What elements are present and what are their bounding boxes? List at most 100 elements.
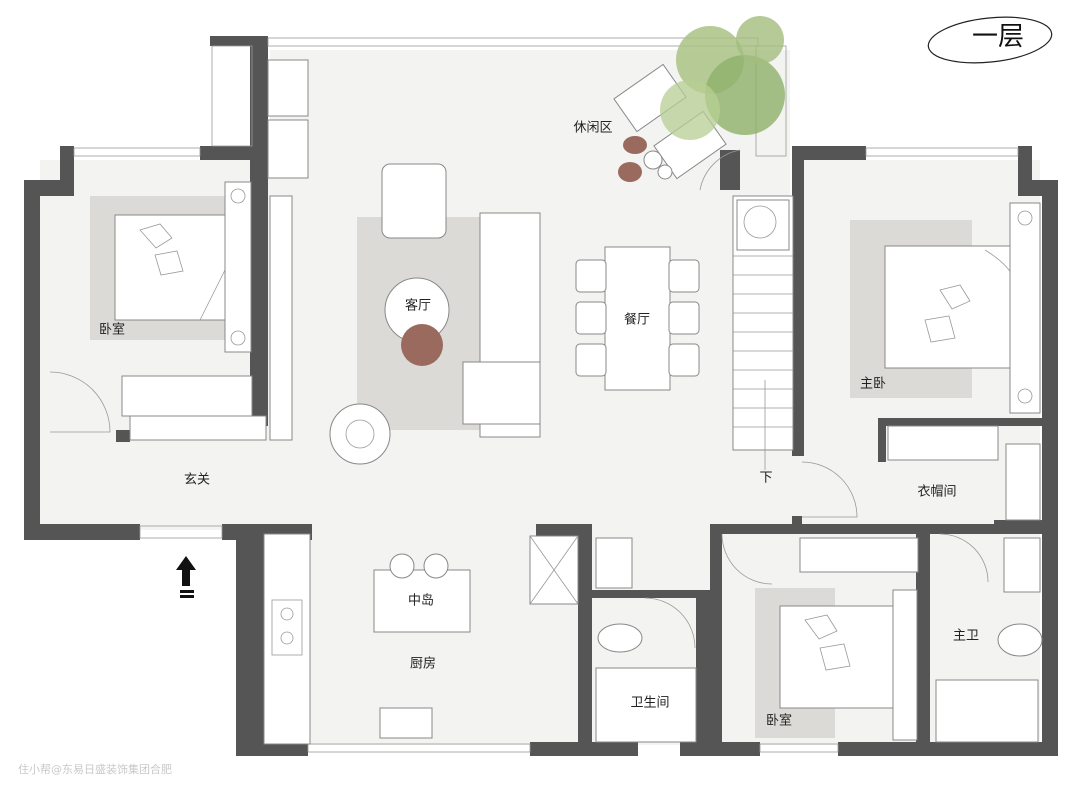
- lamp-left-top: [230, 188, 246, 204]
- window-bedroom-bottom: [759, 743, 839, 753]
- master-bed[interactable]: [884, 245, 1021, 369]
- wall-bath-bottom: [592, 742, 638, 756]
- kitchen: [263, 533, 579, 745]
- toilet[interactable]: [597, 623, 643, 653]
- wall-kitchen-right: [578, 524, 592, 756]
- wall-kitchen-top-right: [536, 524, 592, 536]
- kitchen-counter[interactable]: [263, 533, 311, 745]
- kitchen-island[interactable]: [373, 569, 471, 633]
- door-swing-bottom: [721, 533, 773, 585]
- wall-left: [24, 180, 40, 540]
- pillows-bottom: [804, 614, 851, 671]
- chair-5[interactable]: [668, 301, 700, 335]
- label-stair-down: 下: [759, 471, 772, 486]
- wall-closet-top: [878, 418, 1042, 426]
- armchair[interactable]: [381, 163, 447, 239]
- stool-white-2: [657, 164, 673, 180]
- label-master-bedroom: 主卧: [860, 377, 886, 392]
- master-wardrobe-nightstands[interactable]: [1009, 202, 1041, 414]
- stair-planter: [736, 199, 790, 251]
- master-pillows: [924, 284, 971, 343]
- wardrobe-left[interactable]: [121, 375, 253, 417]
- entry-arrow-icon: [176, 556, 196, 598]
- chair-4[interactable]: [668, 259, 700, 293]
- chair-1[interactable]: [575, 259, 607, 293]
- tree-canopy-b: [705, 55, 785, 135]
- label-leisure: 休闲区: [573, 121, 612, 136]
- bar-stool-2[interactable]: [423, 553, 449, 579]
- room-labels: 休闲区 卧室 客厅 餐厅 主卧 玄关 衣帽间 中岛 厨房 卫生间 卧室 主卫 下: [99, 121, 979, 729]
- chair-6[interactable]: [668, 343, 700, 377]
- bath-vanity[interactable]: [595, 537, 633, 589]
- sofa-chaise[interactable]: [462, 361, 541, 425]
- wall-top-left-stub: [210, 36, 268, 46]
- watermark: 住小帮@东易日盛装饰集团合肥: [18, 762, 172, 776]
- round-stool-inner: [345, 419, 375, 449]
- utility-area: [267, 59, 309, 179]
- bed-left[interactable]: [114, 214, 231, 321]
- burner-1: [280, 607, 294, 621]
- label-kitchen: 厨房: [410, 656, 436, 672]
- terrace-curve: [699, 149, 741, 191]
- wall-master-left: [792, 146, 804, 456]
- bar-stool-1[interactable]: [389, 553, 415, 579]
- label-bedroom-left: 卧室: [99, 322, 125, 338]
- label-living: 客厅: [405, 298, 431, 314]
- master-vanity[interactable]: [1003, 537, 1041, 593]
- sink-cabinet[interactable]: [267, 119, 309, 179]
- master-lamp-bottom: [1017, 388, 1033, 404]
- label-island: 中岛: [408, 593, 434, 609]
- master-toilet[interactable]: [997, 623, 1043, 657]
- fridge-cross: [529, 535, 579, 605]
- living-room: [329, 163, 541, 465]
- stair-steps: [733, 255, 793, 428]
- built-in-cabinet[interactable]: [269, 195, 293, 441]
- wardrobe-left-base: [129, 415, 267, 441]
- kitchen-sink[interactable]: [379, 707, 433, 739]
- washer[interactable]: [267, 59, 309, 117]
- floor-title-badge: 一层: [927, 16, 1053, 64]
- stool-brown-1: [623, 136, 647, 154]
- leisure-area: [613, 16, 785, 191]
- bedroom-bottom-wardrobe[interactable]: [892, 589, 918, 741]
- staircase: [732, 195, 794, 470]
- label-entrance: 玄关: [184, 473, 210, 488]
- wall-left-top-b: [60, 146, 74, 196]
- chair-2[interactable]: [575, 301, 607, 335]
- stool-white-1: [643, 150, 663, 170]
- wall-bedroom-door-stub: [116, 430, 130, 442]
- closet-rail-top[interactable]: [887, 425, 999, 461]
- dining-area: [575, 246, 700, 391]
- wall-bottom-left: [24, 524, 140, 540]
- floor-title: 一层: [972, 22, 1024, 52]
- chair-3[interactable]: [575, 343, 607, 377]
- closet-rail-side[interactable]: [1005, 443, 1041, 521]
- door-swing-left: [49, 371, 111, 433]
- side-table: [401, 324, 443, 366]
- wall-bedroom-top: [722, 524, 936, 534]
- shower-area[interactable]: [595, 667, 697, 743]
- nightstand-wardrobe-left[interactable]: [224, 181, 252, 353]
- entry-door: [139, 525, 223, 539]
- tree-canopy-d: [736, 16, 784, 64]
- master-shower[interactable]: [935, 679, 1039, 743]
- wall-master-bath-left: [916, 524, 930, 750]
- walls: [24, 36, 1058, 756]
- bed-bottom[interactable]: [779, 605, 896, 709]
- window-bedroom-left: [73, 147, 201, 157]
- wall-kitchen-left: [236, 530, 264, 756]
- bedroom-bottom-closet[interactable]: [799, 537, 919, 573]
- label-walkin-closet: 衣帽间: [917, 484, 956, 500]
- bathroom: [595, 537, 697, 743]
- wall-right-top-b: [1018, 180, 1058, 196]
- wall-bedroom-right: [250, 36, 268, 426]
- wall-master-bath-top: [930, 524, 1042, 534]
- label-master-bath: 主卫: [953, 629, 979, 644]
- master-bath: [935, 533, 1043, 743]
- round-stool[interactable]: [329, 403, 391, 465]
- label-dining: 餐厅: [624, 312, 650, 328]
- bedroom-bottom: [721, 533, 919, 741]
- label-bedroom-bottom: 卧室: [766, 713, 792, 729]
- wall-left-top-a: [24, 180, 64, 196]
